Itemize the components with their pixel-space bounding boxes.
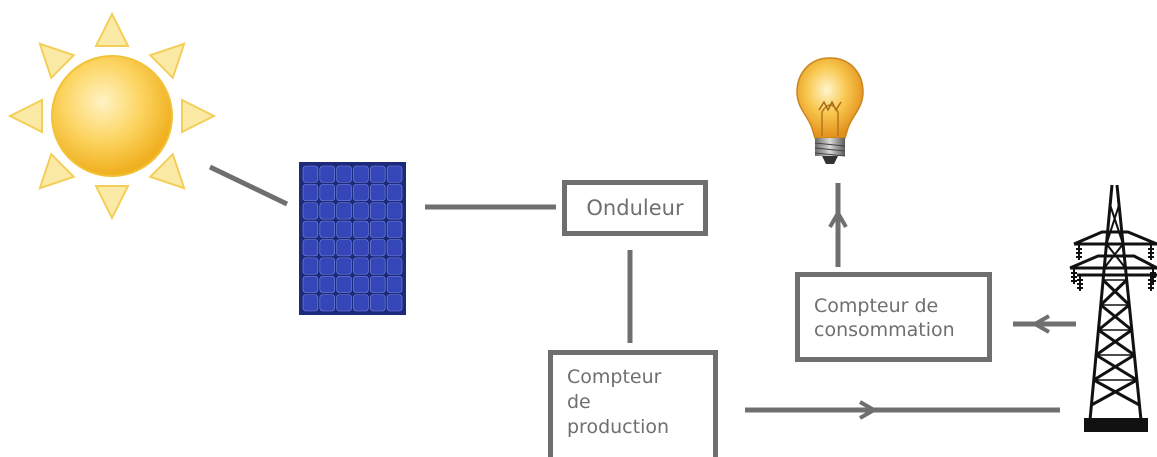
connector-sun-panel — [208, 164, 289, 207]
solar-panel-icon — [299, 162, 406, 315]
compteur-production-line-2: de — [567, 391, 591, 413]
light-bulb-icon — [796, 57, 864, 164]
onduleur-box: Onduleur — [562, 180, 708, 236]
compteur-production-box: Compteur de production — [548, 350, 718, 457]
power-pylon-icon — [1069, 184, 1157, 432]
compteur-consommation-line-2: consommation — [814, 319, 955, 341]
compteur-production-line-3: production — [567, 416, 670, 438]
onduleur-label: Onduleur — [586, 196, 684, 220]
compteur-consommation-box: Compteur de consommation — [795, 272, 992, 362]
connector-production-grid — [745, 400, 1060, 420]
compteur-consommation-line-1: Compteur de — [814, 295, 939, 317]
connector-grid-consommation — [1013, 314, 1076, 334]
connector-consommation-bulb — [828, 183, 848, 267]
compteur-production-line-1: Compteur — [567, 366, 662, 388]
sun-icon — [7, 11, 217, 221]
